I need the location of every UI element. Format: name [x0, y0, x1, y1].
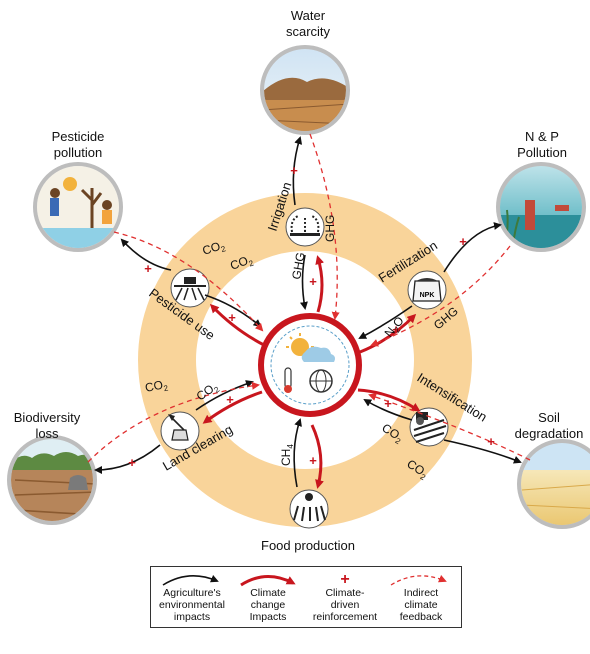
water-scarcity-image	[260, 45, 350, 135]
reinforcement-plus: +	[309, 274, 317, 289]
soil-degradation-image	[517, 439, 590, 529]
reinforcement-plus: +	[384, 396, 392, 411]
legend-black-arrow	[162, 574, 219, 586]
fertilizer-bag-icon: NPK	[407, 270, 447, 310]
co2-label: CO2	[144, 376, 170, 396]
co2-label: CO2	[201, 237, 228, 259]
ghg-label: GHG	[289, 251, 308, 280]
tractor-icon	[409, 407, 449, 447]
irrigation-icon	[285, 207, 325, 247]
climate-core	[258, 313, 362, 417]
biodiversity-loss-image	[7, 435, 97, 525]
npk-label: NPK	[420, 292, 435, 299]
crop-field-icon	[289, 489, 329, 529]
legend-plus: +	[340, 571, 349, 588]
ch4-label: CH4	[279, 444, 295, 466]
cloud-icon	[301, 346, 335, 362]
ghg-label: GHG	[323, 215, 337, 242]
np-pollution-image	[496, 162, 586, 252]
pesticide-pollution-image	[33, 162, 123, 252]
reinforcement-plus: +	[226, 392, 234, 407]
legend-red-arrow	[240, 575, 296, 587]
food-production-label: Food production	[261, 538, 355, 553]
reinforcement-plus: +	[290, 163, 298, 178]
legend-symbols: +	[162, 571, 447, 588]
reinforcement-plus: +	[309, 453, 317, 468]
reinforcement-plus: +	[459, 234, 467, 249]
reinforcement-plus: +	[144, 261, 152, 276]
indirect-feedback-arrows	[87, 133, 531, 463]
reinforcement-plus: +	[487, 434, 495, 449]
sprayer-icon	[170, 268, 210, 308]
climate-impact-arrows	[202, 255, 421, 489]
reinforcement-plus: +	[392, 322, 400, 337]
land-clearing-icon	[160, 411, 200, 451]
reinforcement-plus: +	[128, 455, 136, 470]
co2-label: CO2	[228, 252, 255, 275]
reinforcement-plus: +	[228, 310, 236, 325]
legend-dashed-arrow	[390, 574, 447, 586]
n2o-label: N2O	[382, 314, 409, 341]
agriculture-impact-arrows	[94, 136, 522, 488]
sun-icon	[291, 338, 309, 356]
